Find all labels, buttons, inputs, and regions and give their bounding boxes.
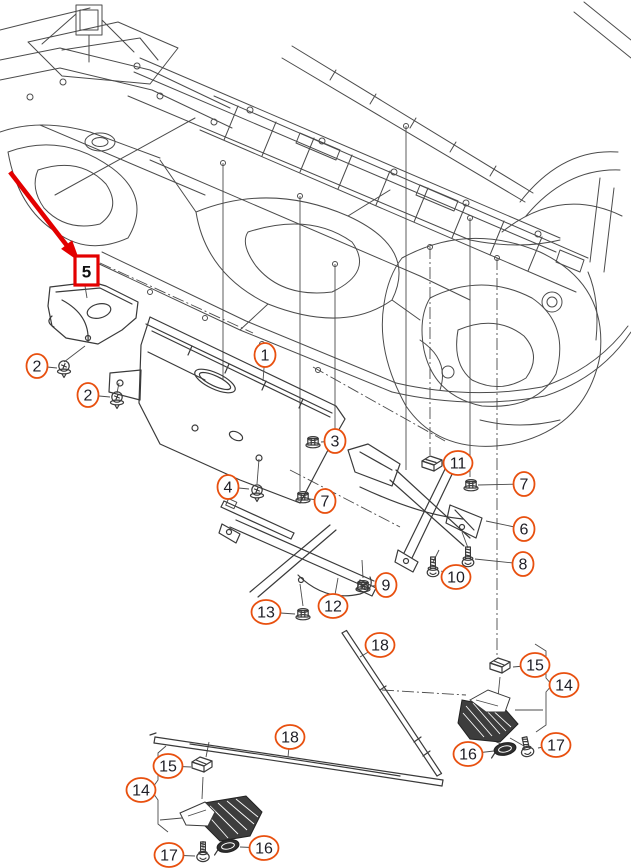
svg-text:7: 7 bbox=[321, 494, 330, 511]
svg-text:10: 10 bbox=[447, 570, 465, 587]
callout-11[interactable]: 11 bbox=[442, 450, 474, 476]
callout-18[interactable]: 18 bbox=[359, 632, 396, 658]
clip-15-left bbox=[191, 756, 213, 773]
callout-2[interactable]: 2 bbox=[76, 382, 111, 408]
svg-text:15: 15 bbox=[159, 759, 177, 776]
callout-12[interactable]: 12 bbox=[317, 577, 349, 619]
svg-text:2: 2 bbox=[84, 388, 93, 405]
part-6-diagonal-brace bbox=[347, 443, 483, 573]
svg-text:2: 2 bbox=[33, 359, 42, 376]
part-9-nut bbox=[355, 579, 371, 593]
part-14-assembly-left bbox=[150, 745, 263, 842]
part-16-grommet bbox=[490, 742, 517, 759]
part-14-assembly-right bbox=[457, 643, 553, 743]
svg-text:14: 14 bbox=[555, 678, 573, 695]
part-18-rod-lower bbox=[149, 732, 444, 787]
svg-text:15: 15 bbox=[526, 658, 544, 675]
callout-1[interactable]: 1 bbox=[253, 342, 277, 382]
callout-17[interactable]: 17 bbox=[537, 732, 572, 758]
callout-9[interactable]: 9 bbox=[370, 572, 398, 598]
part-8-bolt bbox=[461, 546, 475, 568]
highlight-arrow bbox=[8, 170, 70, 249]
svg-text:18: 18 bbox=[281, 730, 299, 747]
callout-2[interactable]: 2 bbox=[25, 353, 58, 379]
svg-text:8: 8 bbox=[519, 557, 528, 574]
callout-6[interactable]: 6 bbox=[485, 516, 536, 542]
callout-7[interactable]: 7 bbox=[477, 471, 536, 497]
svg-text:18: 18 bbox=[371, 638, 389, 655]
fasteners bbox=[56, 360, 535, 863]
highlight-number: 5 bbox=[82, 263, 91, 282]
svg-text:4: 4 bbox=[224, 480, 233, 497]
svg-text:16: 16 bbox=[255, 841, 273, 858]
callout-15[interactable]: 15 bbox=[152, 753, 192, 779]
callout-17[interactable]: 17 bbox=[153, 842, 196, 868]
svg-text:11: 11 bbox=[450, 456, 467, 473]
callout-16[interactable]: 16 bbox=[452, 741, 495, 767]
callout-3[interactable]: 3 bbox=[320, 428, 347, 454]
callout-10[interactable]: 10 bbox=[440, 564, 472, 590]
part-1-underbody-panel bbox=[108, 316, 346, 504]
svg-text:13: 13 bbox=[257, 605, 275, 622]
highlight-box bbox=[73, 254, 100, 287]
svg-text:14: 14 bbox=[132, 783, 150, 800]
part-18-rod-upper bbox=[341, 629, 443, 777]
part-16-grommet bbox=[213, 839, 240, 856]
part-11-clip bbox=[421, 455, 443, 472]
callout-8[interactable]: 8 bbox=[474, 551, 535, 577]
svg-text:17: 17 bbox=[160, 848, 178, 865]
callout-4[interactable]: 4 bbox=[216, 474, 250, 500]
deflector-left bbox=[179, 795, 263, 842]
part-2-screw bbox=[109, 391, 125, 410]
part-10-bolt bbox=[426, 556, 440, 578]
svg-text:7: 7 bbox=[520, 477, 529, 494]
svg-text:17: 17 bbox=[547, 738, 565, 755]
callout-13[interactable]: 13 bbox=[250, 599, 296, 625]
clip-15-right bbox=[489, 657, 511, 674]
part-4-screw bbox=[249, 484, 265, 503]
callout-7[interactable]: 7 bbox=[309, 488, 337, 514]
callout-14[interactable]: 14 bbox=[125, 777, 157, 803]
part-17-screw bbox=[520, 736, 535, 758]
part-7-nut bbox=[463, 478, 479, 492]
callout-15[interactable]: 15 bbox=[512, 652, 551, 678]
callout-18[interactable]: 18 bbox=[274, 724, 306, 758]
callout-16[interactable]: 16 bbox=[239, 835, 280, 861]
svg-text:1: 1 bbox=[261, 348, 270, 365]
part-12-diagonal-brace bbox=[218, 498, 377, 598]
part-5-cover-panel bbox=[47, 281, 139, 345]
svg-text:16: 16 bbox=[459, 747, 477, 764]
svg-text:3: 3 bbox=[331, 434, 340, 451]
highlight-item-5[interactable]: 5 bbox=[8, 170, 100, 299]
part-3-nut bbox=[305, 435, 321, 449]
part-13-nut bbox=[295, 607, 311, 621]
underbody-drawing bbox=[0, 1, 631, 447]
svg-text:9: 9 bbox=[382, 578, 391, 595]
deflector-right bbox=[457, 689, 519, 743]
svg-text:6: 6 bbox=[520, 522, 529, 539]
part-7-nut bbox=[295, 490, 311, 504]
leader-lines bbox=[63, 126, 543, 849]
part-17-screw bbox=[196, 841, 210, 863]
callout-14[interactable]: 14 bbox=[548, 672, 580, 698]
svg-text:12: 12 bbox=[324, 599, 342, 616]
part-2-screw bbox=[56, 360, 72, 379]
